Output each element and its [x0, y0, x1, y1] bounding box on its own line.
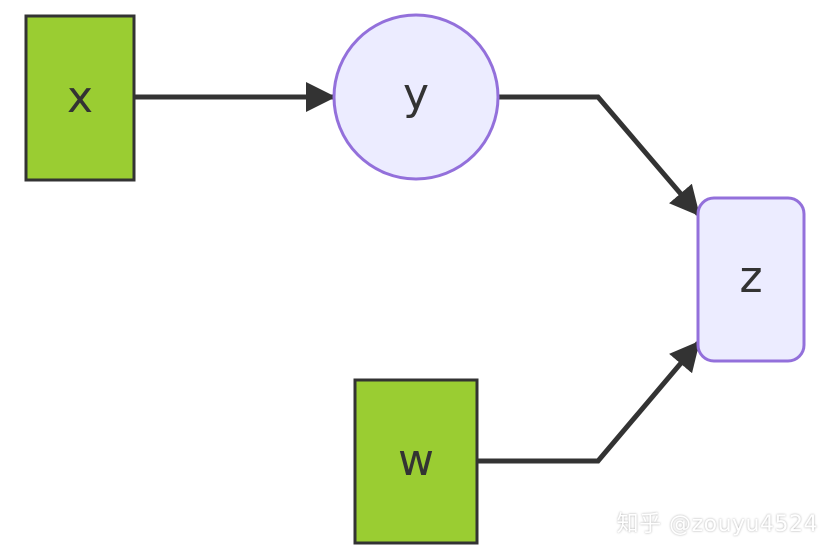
edge-y-to-z: [498, 94, 700, 217]
node-w-box: [353, 378, 479, 545]
node-w-label: w: [398, 435, 434, 486]
node-z[interactable]: z: [696, 196, 806, 363]
node-y[interactable]: y: [332, 13, 500, 181]
node-x-label: x: [67, 72, 93, 123]
node-z-label: z: [739, 252, 762, 303]
node-x[interactable]: x: [24, 14, 136, 182]
node-y-circle: [332, 13, 500, 181]
watermark-text: 知乎 @zouyu4524: [616, 512, 818, 537]
edge-w-to-z: [477, 340, 700, 464]
node-x-box: [24, 14, 136, 182]
edges: [134, 82, 700, 464]
node-w[interactable]: w: [353, 378, 479, 545]
node-y-label: y: [403, 69, 429, 120]
node-z-box: [696, 196, 806, 363]
